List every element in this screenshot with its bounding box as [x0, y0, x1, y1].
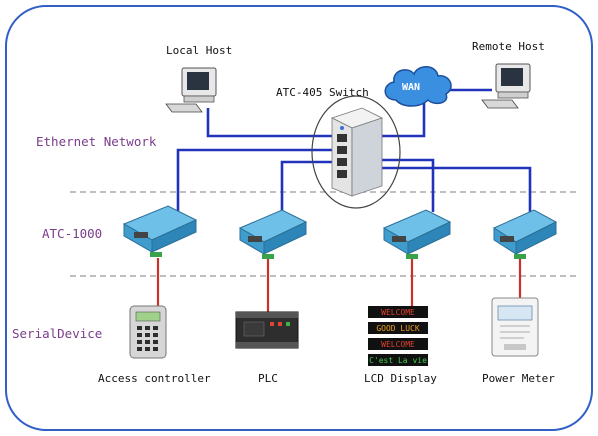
local-host-label: Local Host [166, 44, 233, 57]
link-local-host [206, 108, 336, 138]
device-label-power-meter: Power Meter [482, 372, 555, 385]
plc-icon [235, 311, 299, 349]
led-display-icon: WELCOME GOOD LUCK WELCOME C'est La vie [368, 306, 428, 366]
link-converter-2 [280, 160, 336, 212]
local-host-computer-icon [165, 67, 217, 113]
zone-label-serial: SerialDevice [12, 326, 103, 341]
ethernet-links [176, 88, 532, 212]
remote-host-label: Remote Host [472, 40, 545, 53]
device-label-plc: PLC [258, 372, 278, 385]
zone-label-converter: ATC-1000 [42, 226, 103, 241]
converter-2-icon [238, 209, 308, 259]
keypad-icon [129, 305, 167, 359]
wan-label: WAN [402, 82, 421, 93]
atc-405-switch-icon [311, 95, 401, 209]
device-label-lcd-display: LCD Display [364, 372, 437, 385]
converter-1-icon [122, 205, 198, 257]
zone-label-network: Ethernet Network [36, 134, 157, 149]
link-converter-4 [372, 166, 532, 212]
link-converter-3 [372, 158, 435, 212]
led-line-4: C'est La vie [369, 356, 427, 365]
converter-3-icon [382, 209, 452, 259]
converter-4-icon [492, 209, 558, 259]
remote-host-computer-icon [481, 63, 531, 109]
link-wan [372, 92, 426, 138]
led-line-3: WELCOME [381, 340, 415, 349]
serial-links [156, 258, 522, 312]
link-converter-1 [176, 148, 336, 212]
switch-label: ATC-405 Switch [276, 86, 369, 99]
device-label-access-controller: Access controller [98, 372, 211, 385]
wan-cloud-icon [384, 66, 452, 107]
led-line-1: WELCOME [381, 308, 415, 317]
power-meter-icon [491, 297, 539, 357]
led-line-2: GOOD LUCK [376, 324, 420, 333]
